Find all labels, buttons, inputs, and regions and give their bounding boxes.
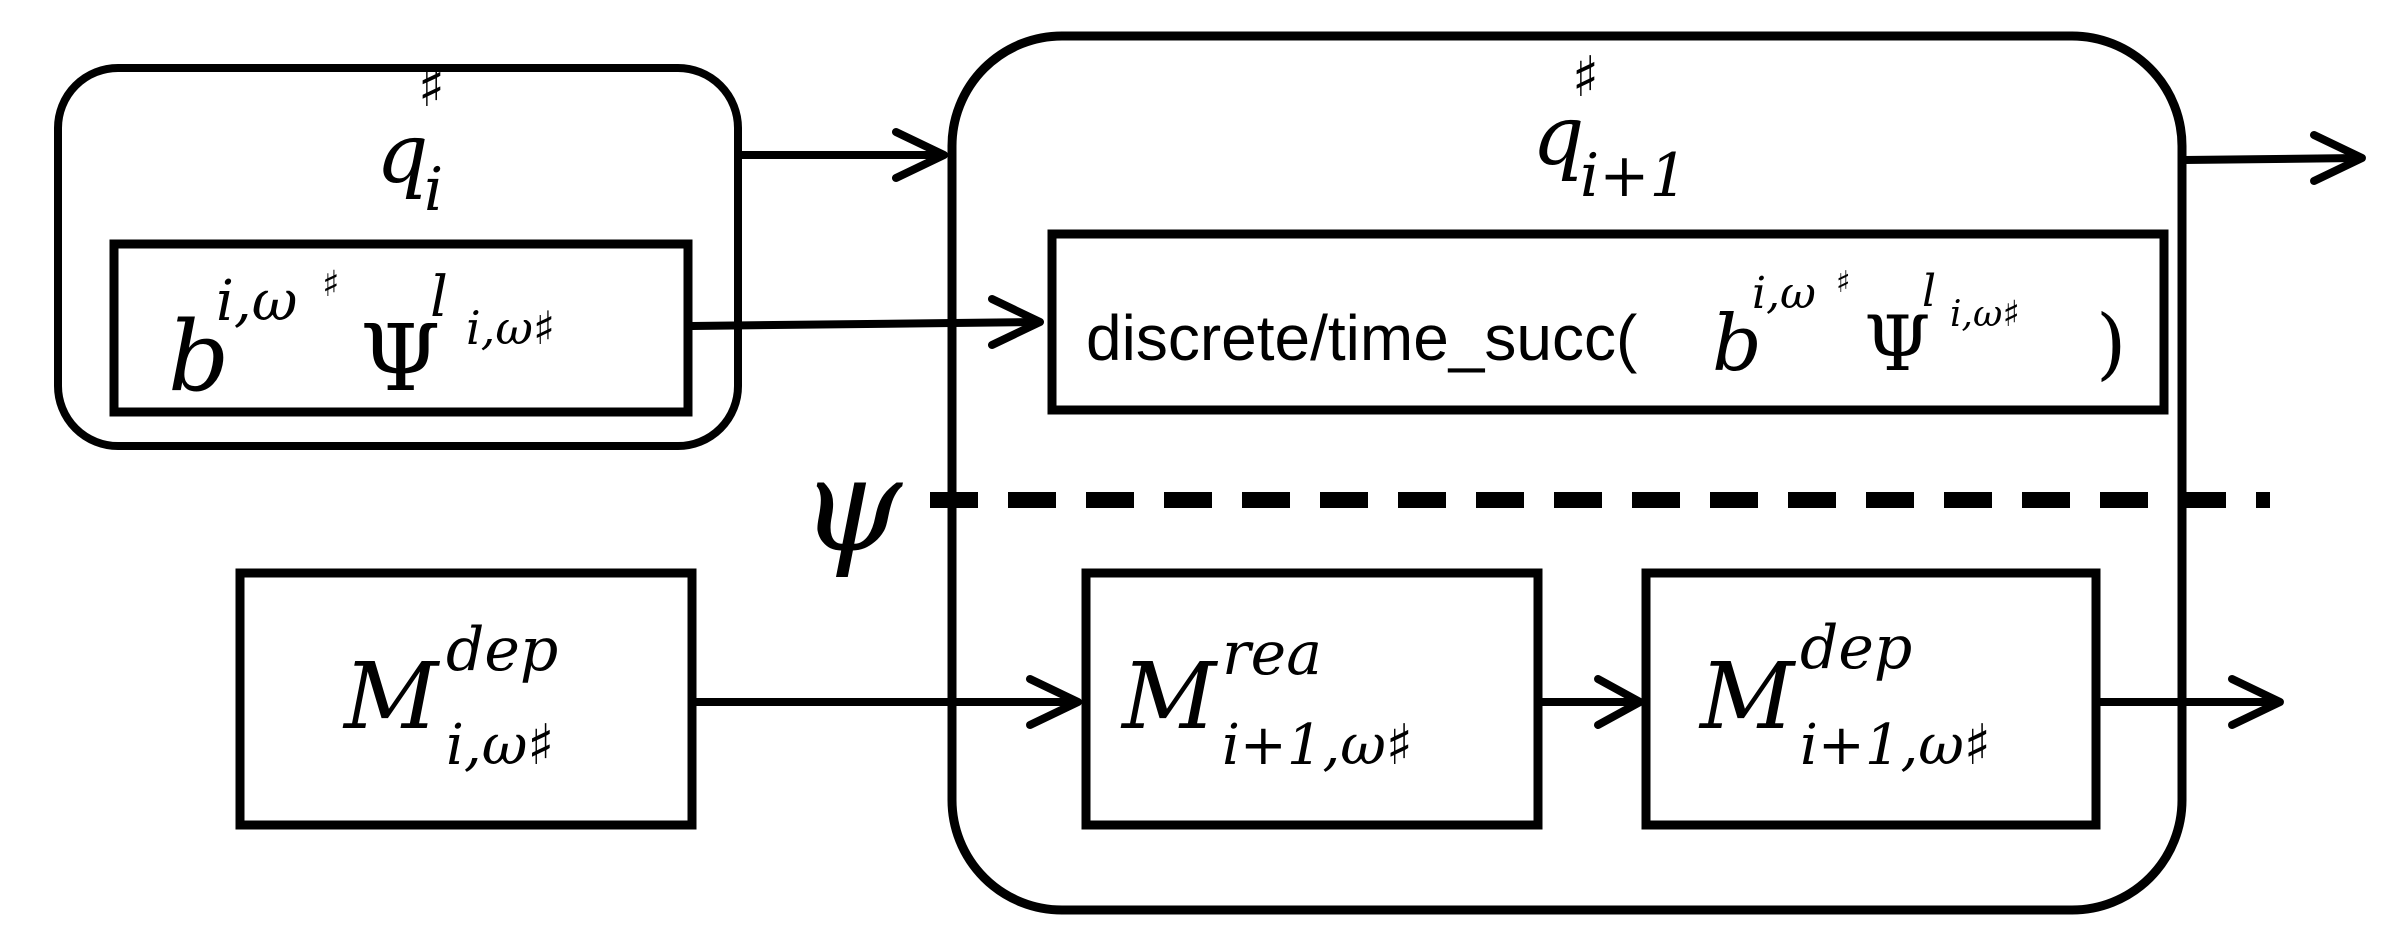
succ-close: ): [2096, 299, 2126, 389]
succ-box: [1047, 229, 2169, 415]
m-dep-i-sup: dep: [446, 615, 558, 685]
succ-b-sup: i,ω: [1752, 268, 1816, 319]
b-psi-b-sup-sharp: ♯: [322, 264, 339, 305]
label-q-next: q ♯ i+1: [1532, 45, 1688, 211]
m-dep-next-sup: dep: [1800, 613, 1912, 683]
q-next-sup: ♯: [1572, 45, 1599, 110]
arrow-m-rea-to-m-dep: [1538, 675, 1644, 729]
arrow-b-psi-to-succ: [688, 295, 1044, 349]
psi-separator-symbol: ψ: [800, 429, 903, 581]
succ-func: discrete/time_succ(: [1086, 302, 1637, 374]
succ-b: b: [1712, 299, 1762, 389]
succ-psi: Ψ: [1864, 299, 1931, 388]
arrow-m-dep-next-out: [2096, 675, 2284, 729]
label-b-psi: b i,ω ♯ Ψ l i,ω♯: [168, 264, 555, 413]
arrow-m-dep-i-to-m-rea: [692, 675, 1082, 729]
state-q-i-container: [54, 64, 742, 450]
m-dep-i-box: [235, 568, 697, 830]
m-rea-next-sup: rea: [1222, 619, 1322, 689]
arrow-q-next-out: [2180, 131, 2366, 185]
b-psi-box: [109, 239, 693, 417]
q-i-symbol: q: [376, 107, 429, 202]
label-succ: discrete/time_succ( b i,ω ♯ Ψ l i,ω♯ ): [1086, 265, 2126, 389]
q-next-sub: i+1: [1580, 141, 1688, 211]
q-i-sup: ♯: [418, 55, 445, 120]
m-dep-i-symbol: M: [342, 643, 441, 750]
m-dep-next-box: [1641, 568, 2101, 830]
succ-psi-sup-sub: i,ω♯: [1950, 294, 2020, 335]
m-rea-next-box: [1081, 568, 1543, 830]
b-psi-b: b: [168, 301, 229, 413]
succ-psi-sup: l: [1922, 266, 1936, 317]
m-dep-i-sub: i,ω♯: [446, 713, 554, 778]
succ-b-sup-sharp: ♯: [1836, 265, 1851, 300]
label-m-dep-i: M dep i,ω♯: [342, 615, 558, 778]
label-m-dep-next: M dep i+1,ω♯: [1698, 613, 1991, 778]
arrow-q-i-to-q-next: [738, 128, 948, 182]
state-q-next-container: [947, 31, 2187, 915]
b-psi-psi-sup-sub: i,ω♯: [466, 301, 555, 355]
label-q-i: q ♯ i: [376, 55, 445, 225]
m-rea-next-sub: i+1,ω♯: [1222, 713, 1413, 778]
b-psi-psi-sup: l: [430, 265, 448, 330]
q-next-symbol: q: [1532, 89, 1585, 184]
label-m-rea-next: M rea i+1,ω♯: [1120, 619, 1413, 778]
arrows: [688, 128, 2366, 729]
q-i-sub: i: [424, 155, 443, 225]
b-psi-psi: Ψ: [360, 305, 441, 412]
b-psi-b-sup: i,ω: [216, 269, 297, 334]
m-rea-next-symbol: M: [1120, 643, 1219, 750]
m-dep-next-sub: i+1,ω♯: [1800, 713, 1991, 778]
m-dep-next-symbol: M: [1698, 643, 1797, 750]
